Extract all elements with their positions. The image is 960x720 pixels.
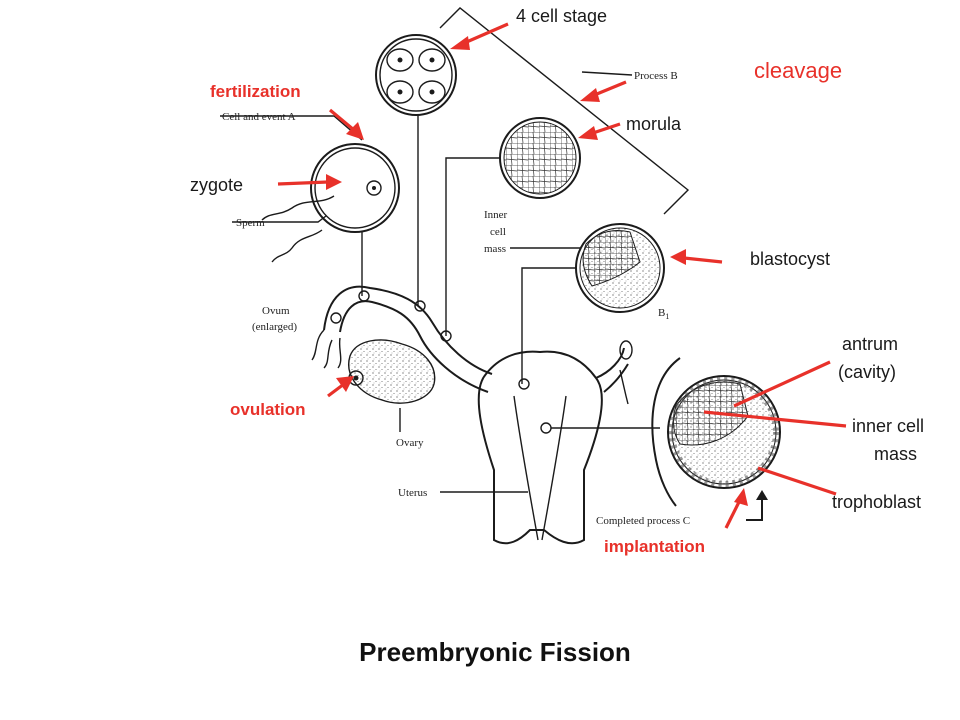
leader-process-b [581,71,633,76]
arrow-blastocyst [683,256,723,264]
label-fertilization: fertilization [210,82,301,101]
connector-morula [445,157,500,336]
blastocyst-embryo [575,223,665,313]
label-ovary: Ovary [396,437,424,449]
label-morula: morula [626,114,682,134]
label-cell: cell [490,226,506,238]
label-inner: Inner [484,209,508,221]
diagram-title: Preembryonic Fission [359,637,631,667]
label-b1: B1 [658,307,669,321]
diagram-artwork: Process B Cell and event A Sperm Inner c… [220,7,781,545]
label-trophoblast: trophoblast [832,492,921,512]
morula-embryo [499,117,581,199]
label-mass: mass [874,444,917,464]
label-antrum: antrum [842,334,898,354]
arrow-implantation [724,499,742,529]
label-zygote: zygote [190,175,243,195]
ovary [348,339,436,432]
arrow-ovulation [327,382,345,398]
annotation-arrows [277,22,847,529]
label-ovulation: ovulation [230,400,306,419]
uterine-tube [311,285,493,393]
label-enlarged: (enlarged) [252,321,297,333]
uterus [440,340,660,545]
four-cell-embryo [375,34,457,116]
label-blastocyst: blastocyst [750,249,830,269]
arrow-process-b [591,80,627,98]
label-mass: mass [484,243,506,255]
cleavage-bracket [439,7,690,215]
process-c-arrow [746,496,763,521]
arrow-fertilization [328,108,356,132]
label-cell-event-a: Cell and event A [222,111,296,123]
label-completed-process-c: Completed process C [596,515,690,527]
label-process-b: Process B [634,70,678,82]
line-inner-cell-mass [703,410,847,428]
zygote-cell [261,143,400,263]
label-cleavage: cleavage [754,58,842,83]
label-sperm: Sperm [236,217,265,229]
arrow-four-cell [461,22,509,46]
label-inner-cell: inner cell [852,416,924,436]
label-ovum: Ovum [262,305,290,317]
arrow-zygote [277,180,329,186]
label-implantation: implantation [604,537,705,556]
line-antrum [733,360,831,408]
label-cavity: (cavity) [838,362,896,382]
implanting-blastocyst [651,357,781,507]
leader-sperm [232,215,327,223]
overlay-labels: 4 cell stage cleavage fertilization moru… [190,6,924,556]
connector-blastocyst [521,267,576,384]
line-trophoblast [757,466,837,496]
label-four-cell-stage: 4 cell stage [516,6,607,26]
label-uterus: Uterus [398,487,427,499]
